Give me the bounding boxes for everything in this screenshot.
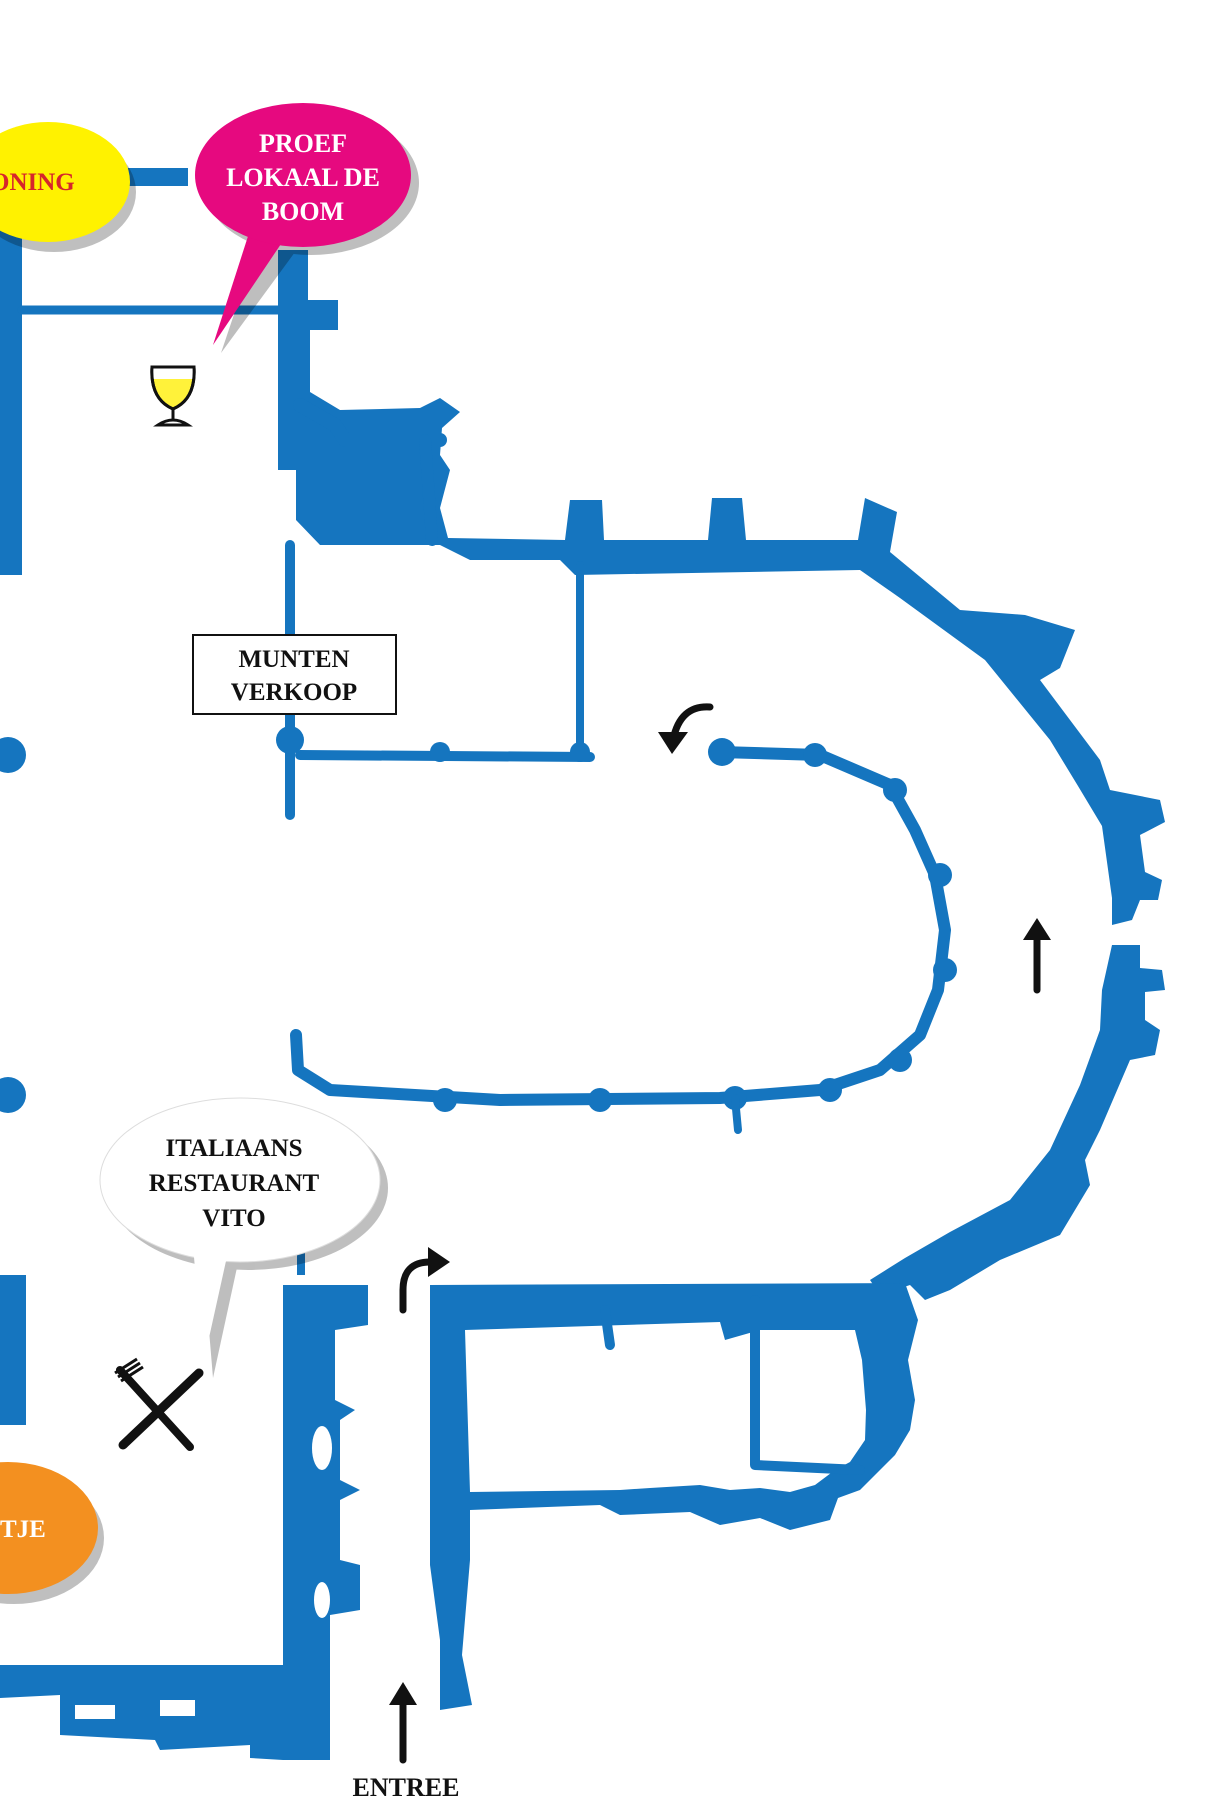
route-arrow-entrance [389, 1682, 417, 1764]
munten-line-2: VERKOOP [231, 679, 357, 706]
restaurant-line-2: RESTAURANT [149, 1170, 320, 1197]
route-arrow-curved-top [658, 703, 714, 754]
munten-line-1: MUNTEN [238, 646, 349, 673]
proeflokaal-line-1: PROEF [259, 129, 347, 158]
yellow-bubble-label: ONING [0, 169, 75, 196]
proeflokaal-line-2: LOKAAL DE [226, 163, 380, 192]
fork-knife-icon [114, 1357, 204, 1451]
restaurant-bubble: ITALIAANS RESTAURANT VITO [99, 1097, 388, 1378]
building-walls [0, 168, 1165, 1760]
restaurant-line-3: VITO [202, 1205, 265, 1232]
wine-glass-icon [150, 365, 196, 427]
proeflokaal-line-3: BOOM [262, 197, 344, 226]
restaurant-line-1: ITALIAANS [165, 1135, 302, 1162]
orange-bubble: TJE [0, 1462, 104, 1604]
route-arrow-curved-bottom [399, 1247, 450, 1314]
entree-label: ENTREE [353, 1773, 460, 1802]
yellow-bubble: ONING [0, 122, 136, 252]
munten-verkoop-label: MUNTEN VERKOOP [192, 634, 397, 715]
orange-bubble-label: TJE [0, 1516, 46, 1543]
proeflokaal-bubble: PROEF LOKAAL DE BOOM [195, 103, 419, 353]
route-arrow-up-right [1023, 918, 1051, 994]
